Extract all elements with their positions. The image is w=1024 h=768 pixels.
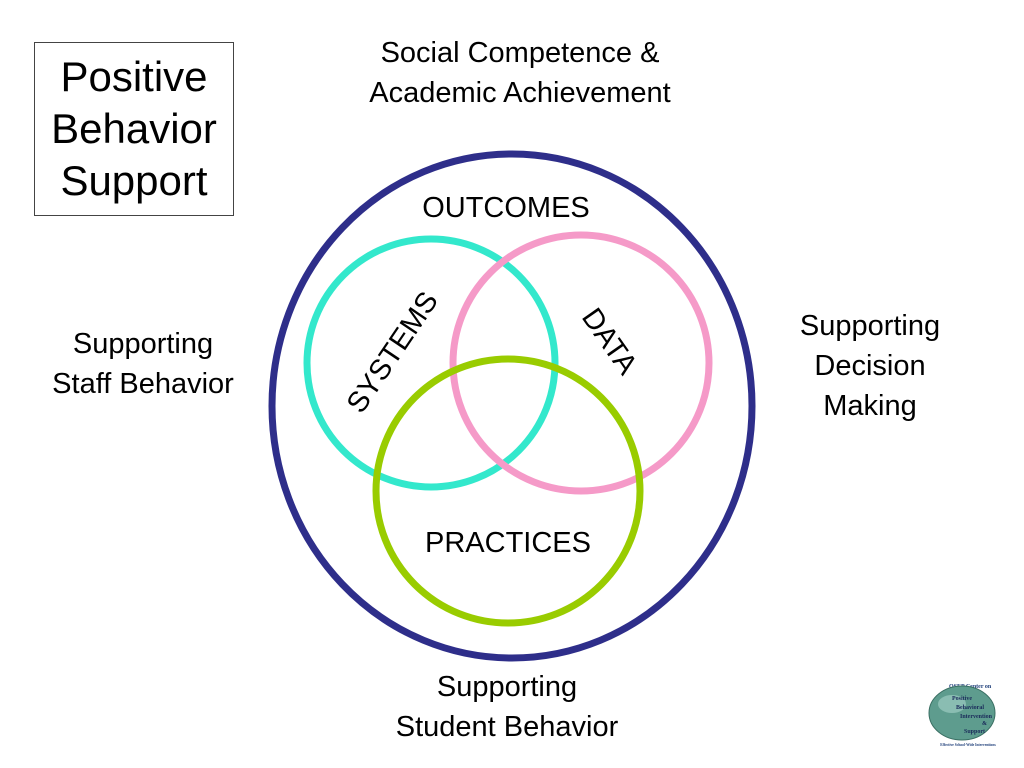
top-outer-label: Social Competence & Academic Achievement xyxy=(320,33,720,113)
left-outer-label: Supporting Staff Behavior xyxy=(18,324,268,404)
systems-circle xyxy=(303,235,559,491)
outcomes-label: OUTCOMES xyxy=(422,192,590,224)
data-label: DATA xyxy=(575,302,643,381)
title-line-3: Support xyxy=(60,157,208,204)
logo-line-positive: Positive xyxy=(952,696,972,702)
logo-line-and: & xyxy=(982,721,987,727)
title-line-1: Positive xyxy=(60,53,208,100)
practices-circle xyxy=(372,355,644,627)
pbis-logo: OSEP Center on Positive Behavioral Inter… xyxy=(928,684,996,747)
top-label-line-2: Academic Achievement xyxy=(369,77,671,109)
right-outer-label: Supporting Decision Making xyxy=(760,306,980,426)
bottom-label-line-1: Supporting xyxy=(436,671,578,703)
logo-emblem xyxy=(928,685,996,741)
right-label-line-3: Making xyxy=(823,390,917,422)
logo-footer: Effective School-Wide Interventions xyxy=(940,743,996,747)
logo-line-behavioral: Behavioral xyxy=(956,705,984,711)
right-label-line-1: Supporting xyxy=(799,310,941,342)
top-label-line-1: Social Competence & xyxy=(380,37,660,69)
data-circle xyxy=(449,231,713,495)
right-label-line-2: Decision xyxy=(814,350,926,382)
bottom-outer-label: Supporting Student Behavior xyxy=(357,667,657,747)
title-line-2: Behavior xyxy=(51,105,217,152)
practices-label: PRACTICES xyxy=(425,527,591,559)
logo-emblem-highlight xyxy=(938,695,966,713)
logo-line-support: Support xyxy=(964,729,985,735)
logo-line-intervention: Intervention xyxy=(960,714,993,720)
left-label-line-1: Supporting xyxy=(72,328,214,360)
systems-label: SYSTEMS xyxy=(341,286,445,419)
title-box: Positive Behavior Support xyxy=(34,42,234,216)
bottom-label-line-2: Student Behavior xyxy=(395,711,619,743)
outcomes-circle xyxy=(268,150,756,662)
left-label-line-2: Staff Behavior xyxy=(52,368,234,400)
